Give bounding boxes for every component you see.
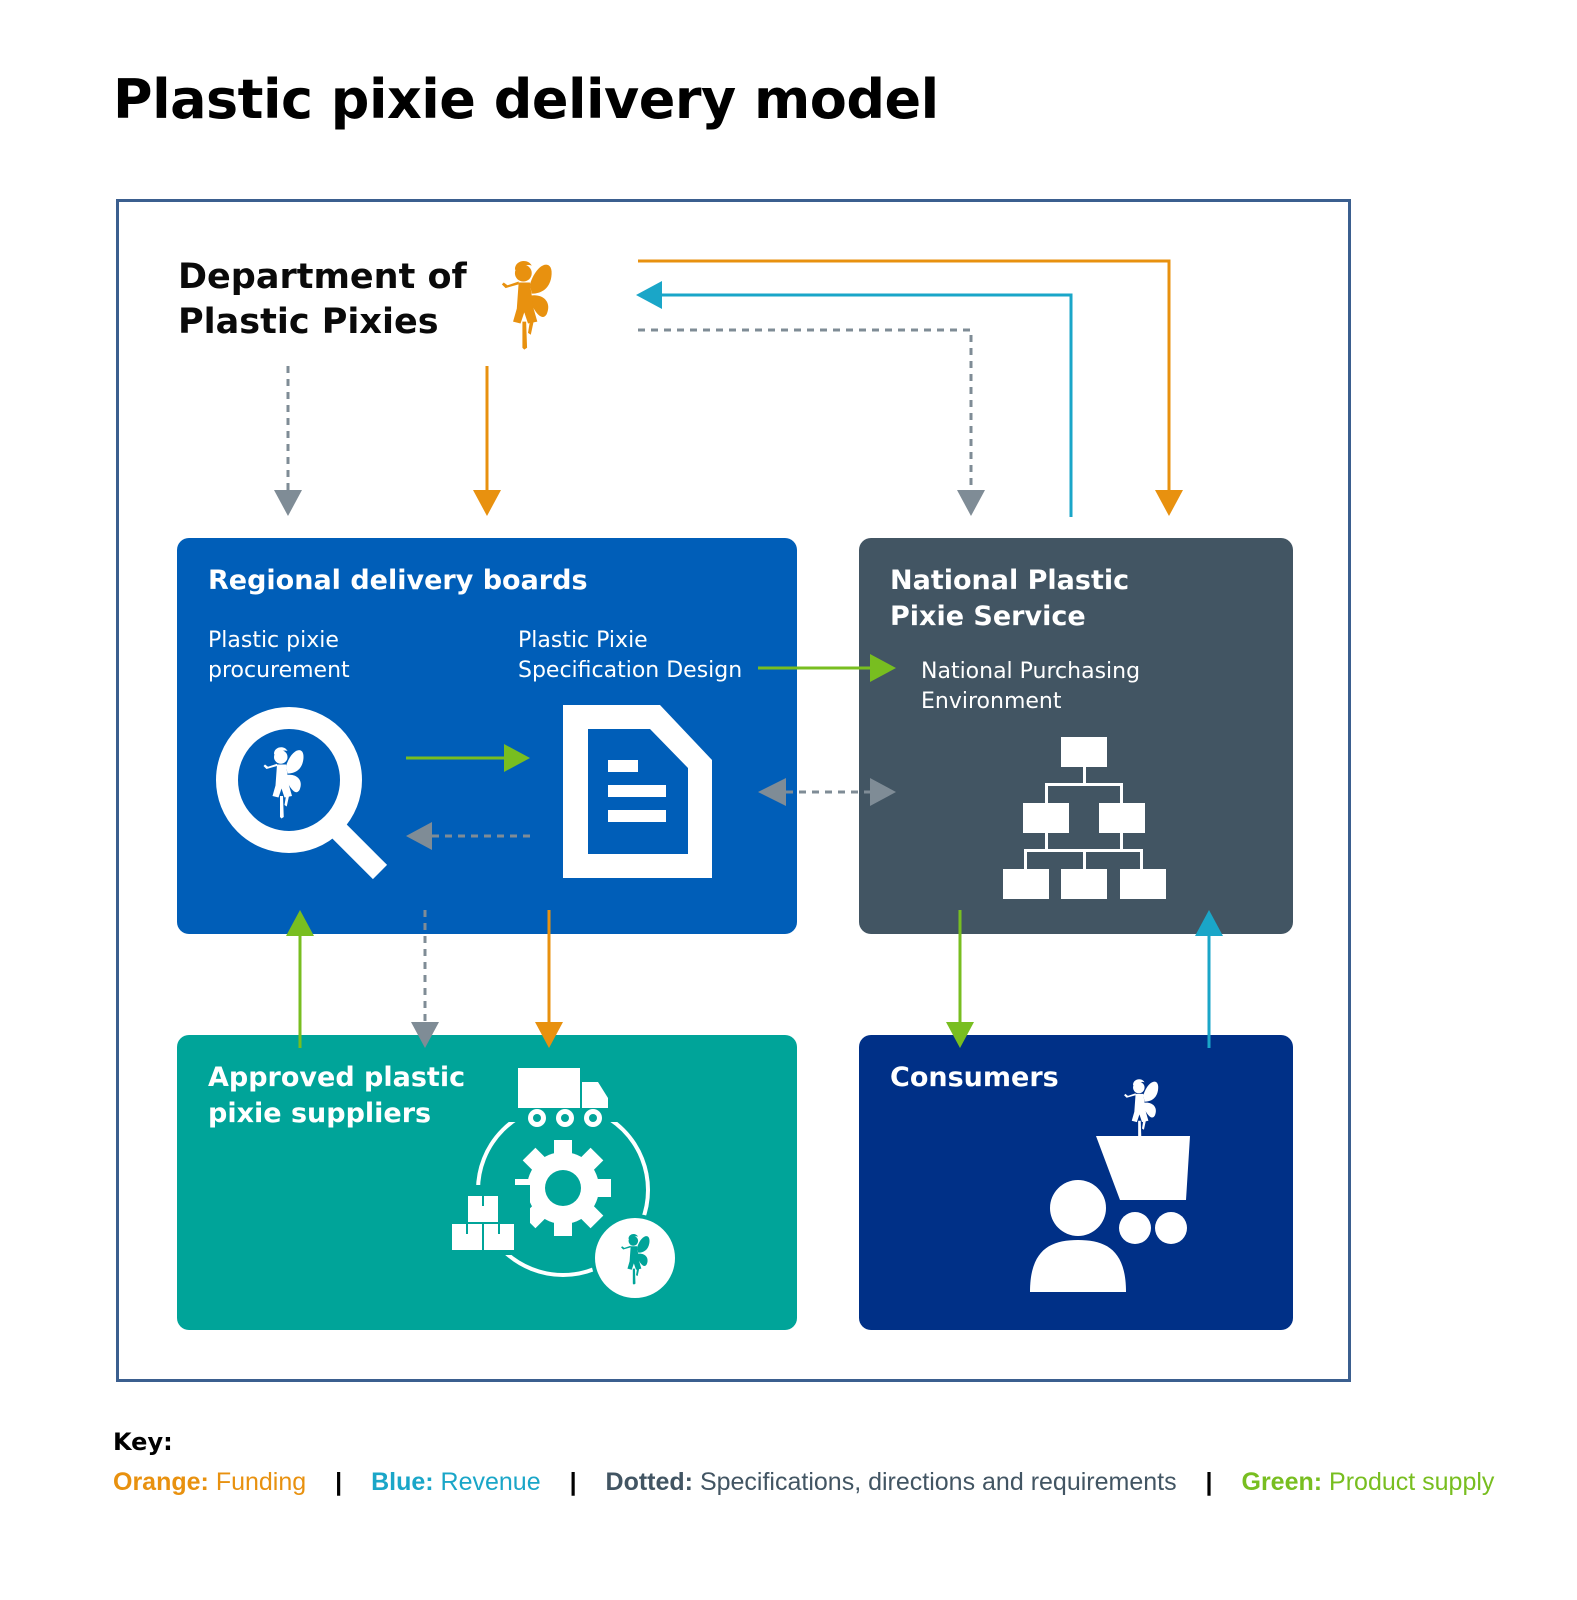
national-pixie-service-box: National Plastic Pixie Service National … (859, 538, 1293, 934)
key-separator: | (569, 1468, 577, 1496)
funding-arrow-regional-to-suppliers (535, 910, 563, 1048)
national-title-line-2: Pixie Service (890, 601, 1086, 632)
consumers-title: Consumers (890, 1062, 1059, 1093)
key-supply: Green: Product supply (1241, 1468, 1495, 1496)
suppliers-line-1: Approved plastic (208, 1062, 466, 1093)
org-chart-icon (1003, 737, 1166, 899)
spec-arrow-spec-to-procurement (406, 822, 530, 850)
diagram-frame (116, 199, 1351, 1382)
revenue-arrow-national-to-dept (636, 281, 1073, 517)
national-title-line-1: National Plastic (890, 565, 1130, 596)
page-title: Plastic pixie delivery model (113, 68, 939, 131)
spec-line-2: Specification Design (518, 658, 743, 683)
approved-suppliers-box: Approved plastic pixie suppliers (177, 1035, 797, 1330)
key-dotted: Dotted: Specifications, directions and r… (605, 1468, 1177, 1496)
purchasing-line-2: Environment (921, 689, 1062, 714)
department-label: Department of Plastic Pixies (178, 255, 467, 345)
purchasing-environment-label: National Purchasing Environment (921, 657, 1140, 717)
person-cart-icon (1030, 1079, 1190, 1292)
regional-title: Regional delivery boards (208, 565, 588, 596)
supply-cycle-icon (440, 1062, 679, 1302)
purchasing-line-1: National Purchasing (921, 659, 1141, 684)
supply-arrow-suppliers-to-regional (286, 910, 314, 1048)
supply-arrow-national-to-consumers (946, 910, 974, 1048)
key-label: Key: (113, 1428, 173, 1456)
spec-design-label: Plastic Pixie Specification Design (518, 626, 742, 686)
key-funding: Orange: Funding (113, 1468, 307, 1496)
spec-arrow-regional-to-suppliers (411, 910, 439, 1048)
supply-arrow-spec-to-national (758, 654, 896, 682)
spec-arrow-dept-to-regional (274, 366, 302, 516)
revenue-arrow-consumers-to-national (1195, 910, 1223, 1048)
magnifier-fairy-icon (216, 707, 388, 880)
procurement-line-1: Plastic pixie (208, 628, 339, 653)
department-line-2: Plastic Pixies (178, 302, 439, 342)
spec-line-1: Plastic Pixie (518, 628, 648, 653)
national-title: National Plastic Pixie Service (890, 563, 1129, 635)
suppliers-title: Approved plastic pixie suppliers (208, 1060, 465, 1132)
department-line-1: Department of (178, 257, 467, 297)
key-separator: | (335, 1468, 343, 1496)
spec-arrow-dept-to-national (638, 328, 985, 516)
funding-arrow-dept-to-national (638, 259, 1183, 516)
key-revenue: Blue: Revenue (371, 1468, 541, 1496)
funding-arrow-dept-to-regional (473, 366, 501, 516)
suppliers-line-2: pixie suppliers (208, 1098, 432, 1129)
spec-arrow-bidirectional (758, 778, 896, 806)
procurement-line-2: procurement (208, 658, 350, 683)
key-legend: Orange: Funding | Blue: Revenue | Dotted… (113, 1468, 1494, 1497)
fairy-icon (501, 261, 552, 350)
supply-arrow-procurement-to-spec (406, 744, 530, 772)
procurement-label: Plastic pixie procurement (208, 626, 350, 686)
document-icon (563, 705, 712, 878)
key-separator: | (1205, 1468, 1213, 1496)
